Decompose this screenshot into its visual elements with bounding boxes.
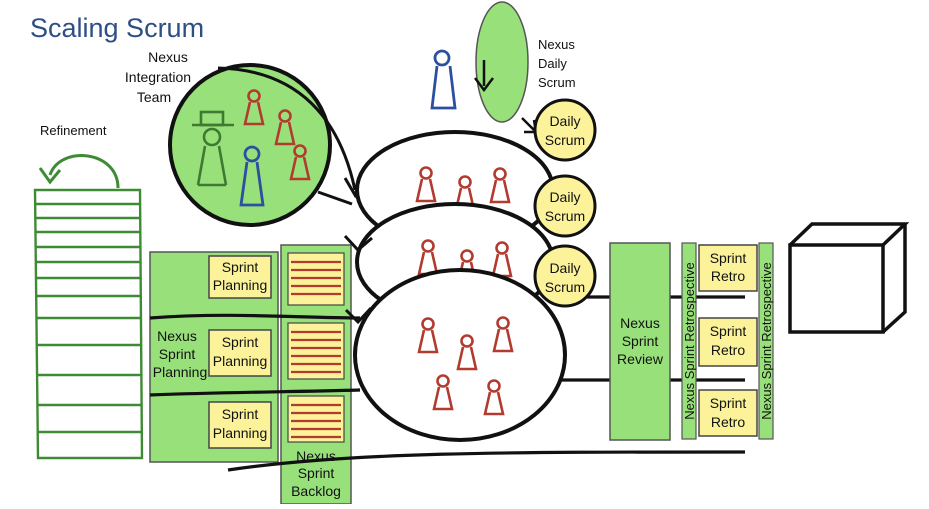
team-sprint-backlog	[287, 252, 345, 306]
daily-scrum-bubble: Daily Scrum	[533, 174, 597, 238]
svg-text:Daily: Daily	[549, 113, 580, 129]
nexus-daily-scrum-ellipse	[474, 1, 529, 123]
svg-text:Retro: Retro	[711, 268, 745, 284]
svg-text:Sprint: Sprint	[222, 406, 259, 422]
svg-text:Backlog: Backlog	[291, 483, 341, 499]
svg-text:Nexus: Nexus	[538, 37, 575, 52]
svg-text:Retro: Retro	[711, 342, 745, 358]
nexus-retro-label-left: Nexus Sprint Retrospective	[682, 262, 697, 420]
loop-arrowheads	[343, 234, 373, 325]
svg-text:Scrum: Scrum	[538, 75, 576, 90]
svg-text:Daily: Daily	[549, 260, 580, 276]
svg-text:Sprint: Sprint	[710, 395, 747, 411]
svg-text:Integration: Integration	[125, 69, 191, 85]
svg-text:Nexus: Nexus	[620, 315, 660, 331]
nexus-daily-scrum-figure	[430, 49, 457, 110]
refinement-arrow	[38, 154, 120, 189]
sprint-planning-card: Sprint Planning	[208, 255, 272, 299]
product-owner-figure	[192, 110, 234, 187]
nexus-sprint-backlog-label: Nexus Sprint Backlog	[291, 448, 341, 499]
svg-text:Sprint: Sprint	[710, 250, 747, 266]
svg-text:Review: Review	[617, 351, 664, 367]
svg-text:Scrum: Scrum	[545, 208, 585, 224]
svg-text:Sprint: Sprint	[710, 323, 747, 339]
nexus-sprint-review-label: Nexus Sprint Review	[617, 315, 664, 367]
svg-text:Retro: Retro	[711, 414, 745, 430]
team-sprint-backlog	[287, 395, 345, 443]
blue-team-member-figure	[239, 145, 265, 207]
daily-scrum-bubble: Daily Scrum	[533, 98, 597, 162]
diagram-title: Scaling Scrum	[30, 13, 204, 43]
svg-text:Daily: Daily	[538, 56, 567, 71]
refinement-label: Refinement	[40, 123, 107, 138]
svg-text:Planning: Planning	[213, 353, 268, 369]
svg-text:Nexus: Nexus	[148, 49, 188, 65]
nexus-sprint-review-block	[609, 242, 671, 441]
sprint-planning-card: Sprint Planning	[208, 329, 272, 377]
svg-text:Planning: Planning	[153, 364, 208, 380]
svg-text:Scrum: Scrum	[545, 132, 585, 148]
product-backlog-list	[33, 188, 144, 460]
nexus-retro-column-left	[681, 242, 697, 440]
sprint-retro-card: Sprint Retro	[698, 317, 758, 367]
svg-text:Scrum: Scrum	[545, 279, 585, 295]
sprint-planning-card: Sprint Planning	[208, 401, 272, 449]
nexus-sprint-planning-label: Nexus Sprint Planning	[153, 328, 208, 380]
svg-text:Sprint: Sprint	[222, 334, 259, 350]
svg-text:Team: Team	[137, 89, 171, 105]
nexus-retro-label-right: Nexus Sprint Retrospective	[759, 262, 774, 420]
team-sprint-backlog	[287, 322, 345, 380]
nexus-daily-scrum-label: Nexus Daily Scrum	[538, 37, 576, 90]
svg-text:Sprint: Sprint	[159, 346, 196, 362]
svg-text:Nexus: Nexus	[157, 328, 197, 344]
integration-team-label: Nexus Integration Team	[125, 49, 191, 105]
sprint-loop-3	[353, 268, 567, 442]
daily-scrum-bubble: Daily Scrum	[533, 244, 597, 308]
sprint-retro-card: Sprint Retro	[698, 244, 758, 292]
svg-text:Planning: Planning	[213, 425, 268, 441]
svg-text:Planning: Planning	[213, 277, 268, 293]
nexus-retro-column-right	[758, 242, 774, 440]
sprint-retro-card: Sprint Retro	[698, 389, 758, 437]
svg-text:Sprint: Sprint	[222, 259, 259, 275]
svg-text:Sprint: Sprint	[622, 333, 659, 349]
svg-text:Daily: Daily	[549, 189, 580, 205]
integration-team-circle	[168, 63, 332, 227]
increment-cube	[788, 222, 910, 334]
integration-arrow	[217, 66, 357, 191]
svg-text:Sprint: Sprint	[298, 465, 335, 481]
